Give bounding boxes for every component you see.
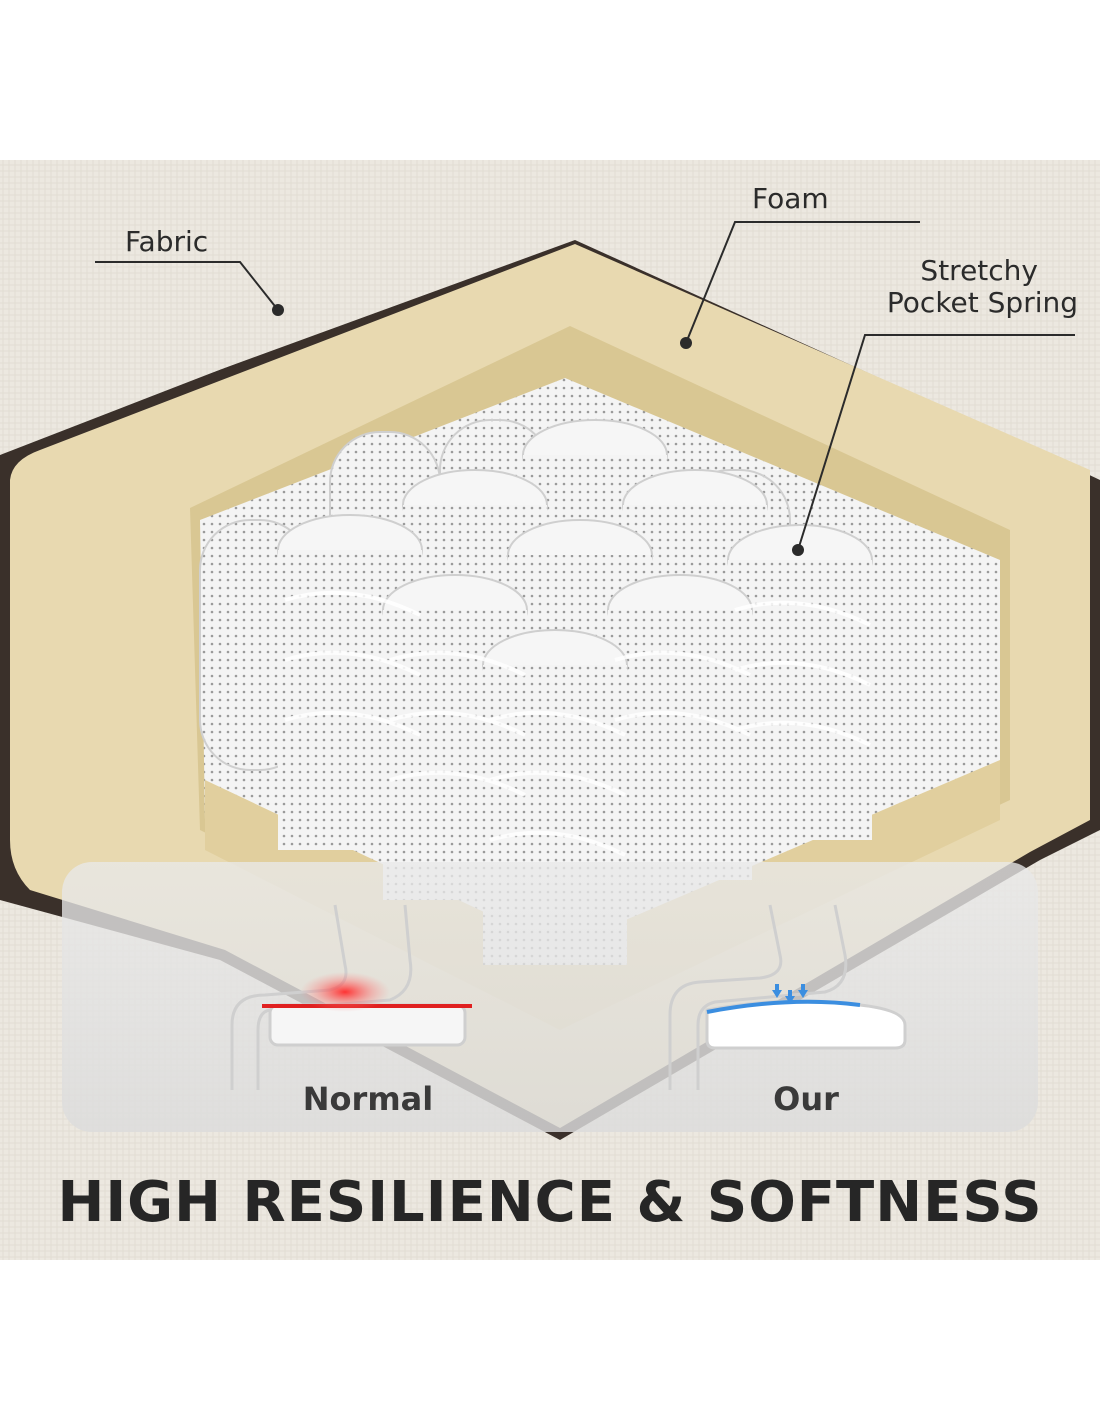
headline: HIGH RESILIENCE & SOFTNESS [57,1170,1043,1235]
foam-label: Foam [752,182,829,215]
comparison-panel [62,862,1038,1132]
foam-callout-dot [680,337,692,349]
fabric-callout-dot [272,304,284,316]
pressure-point-icon [300,972,390,1012]
fabric-label: Fabric [125,225,209,258]
callout-lines [95,221,1075,551]
spring-callout-dot [792,544,804,556]
spring-label-line1: Stretchy [920,254,1038,287]
our-seat-illustration [668,904,848,1090]
our-label: Our [773,1080,839,1118]
support-arrows-icon [772,984,808,1004]
spring-label-line2: Pocket Spring [886,286,1078,319]
normal-label: Normal [302,1080,434,1118]
